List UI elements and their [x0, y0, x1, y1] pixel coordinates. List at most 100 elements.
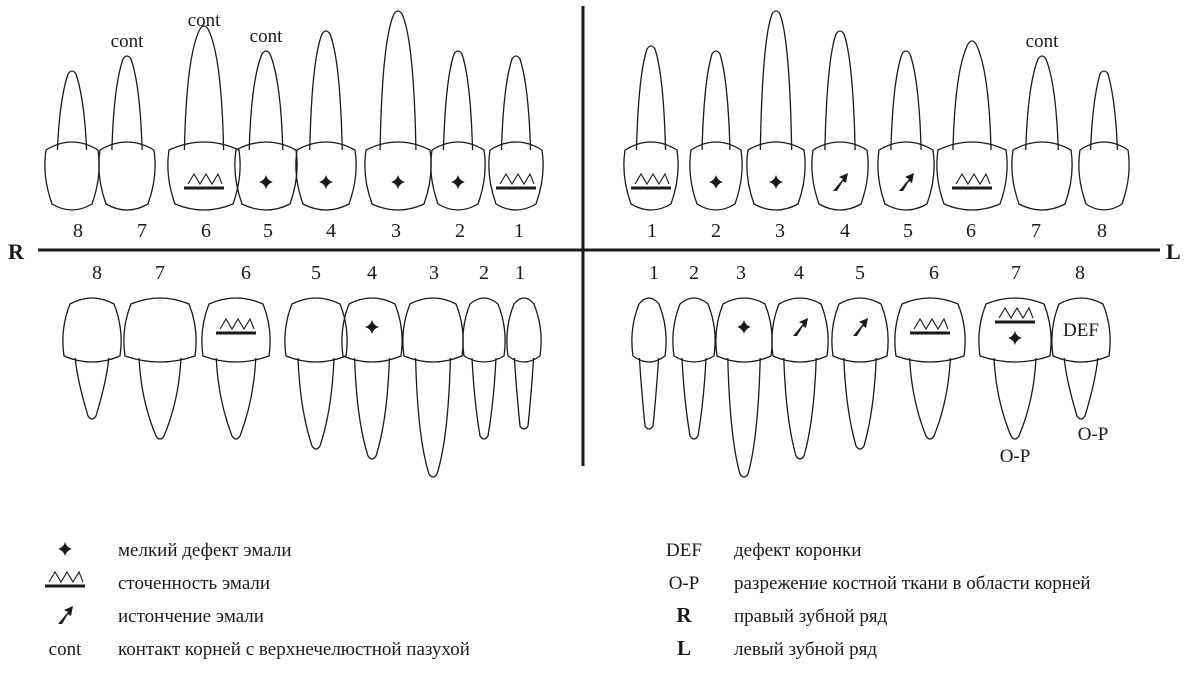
tooth — [673, 298, 715, 439]
legend-text: истончение эмали — [118, 606, 264, 627]
tooth-number: 4 — [326, 220, 336, 242]
legend-text: левый зубной ряд — [734, 639, 877, 660]
legend: мелкий дефект эмали сточенность эмали исто… — [45, 540, 1091, 660]
tooth-number: 2 — [689, 262, 699, 284]
tooth-number: 2 — [711, 220, 721, 242]
tooth-number: 1 — [649, 262, 659, 284]
tooth-number: 2 — [455, 220, 465, 242]
small-defect-icon — [365, 320, 379, 334]
tooth-number: 5 — [903, 220, 913, 242]
legend-text: разрежение костной ткани в области корне… — [734, 573, 1091, 594]
legend-item: истончение эмали — [58, 606, 264, 627]
bone-rarefaction-label: O-P — [1000, 446, 1031, 467]
legend-text: правый зубной ряд — [734, 606, 888, 627]
abrasion-icon — [952, 174, 992, 188]
tooth-number: 8 — [1097, 220, 1107, 242]
tooth — [285, 298, 347, 449]
abrasion-icon — [496, 174, 536, 188]
tooth — [747, 11, 805, 210]
tooth — [1079, 71, 1129, 210]
tooth-number: 1 — [647, 220, 657, 242]
small-defect-icon — [58, 542, 72, 556]
tooth — [878, 51, 934, 210]
tooth — [296, 31, 356, 210]
root-sinus-contact-label: cont — [250, 26, 283, 47]
tooth — [342, 298, 402, 459]
tooth-number: 4 — [794, 262, 804, 284]
thinning-icon — [793, 318, 808, 336]
legend-text: мелкий дефект эмали — [118, 540, 292, 561]
thinning-icon — [58, 606, 73, 624]
tooth — [202, 298, 270, 439]
tooth — [63, 298, 121, 419]
tooth-number: 4 — [367, 262, 377, 284]
tooth-number: 3 — [736, 262, 746, 284]
root-sinus-contact-label: cont — [111, 31, 144, 52]
tooth-number: 3 — [775, 220, 785, 242]
tooth-number: 6 — [241, 262, 251, 284]
tooth — [507, 298, 541, 429]
tooth-number: 7 — [1031, 220, 1041, 242]
tooth-number: 1 — [514, 220, 524, 242]
tooth-number: 3 — [429, 262, 439, 284]
tooth-number: 6 — [929, 262, 939, 284]
legend-item: мелкий дефект эмали — [58, 540, 292, 561]
tooth — [979, 298, 1051, 439]
tooth — [463, 298, 505, 439]
small-defect-icon — [737, 320, 751, 334]
legend-text: дефект коронки — [734, 540, 861, 561]
tooth — [489, 56, 543, 210]
tooth-number: 5 — [263, 220, 273, 242]
abrasion-icon — [216, 319, 256, 333]
tooth-number: 8 — [73, 220, 83, 242]
tooth-number: 6 — [966, 220, 976, 242]
tooth-number: 8 — [1075, 262, 1085, 284]
legend-item: сточенность эмали — [45, 572, 270, 594]
crown-defect-label: DEF — [1063, 320, 1099, 341]
small-defect-icon — [769, 175, 783, 189]
tooth-number: 8 — [92, 262, 102, 284]
thinning-icon — [853, 318, 868, 336]
tooth-number: 4 — [840, 220, 850, 242]
small-defect-icon — [451, 175, 465, 189]
tooth — [716, 298, 772, 477]
tooth — [99, 56, 155, 210]
root-sinus-contact-label: cont — [188, 10, 221, 31]
small-defect-icon — [1008, 331, 1022, 345]
tooth — [832, 298, 888, 449]
tooth-number: 5 — [311, 262, 321, 284]
tooth — [124, 298, 196, 439]
tooth-number: 2 — [479, 262, 489, 284]
tooth — [632, 298, 666, 429]
legend-symbol-cont: cont — [49, 639, 82, 660]
tooth-number: 6 — [201, 220, 211, 242]
tooth — [365, 11, 431, 210]
legend-symbol: R — [676, 603, 692, 627]
tooth — [1052, 298, 1110, 419]
tooth-number: 1 — [515, 262, 525, 284]
side-label-left: L — [1166, 239, 1181, 264]
tooth-number: 7 — [1011, 262, 1021, 284]
tooth — [690, 51, 742, 210]
tooth — [624, 46, 678, 210]
abrasion-icon — [45, 572, 85, 586]
legend-item: O-P разрежение костной ткани в области ко… — [669, 573, 1091, 594]
tooth — [45, 71, 99, 210]
legend-symbol: L — [677, 636, 691, 660]
abrasion-icon — [631, 174, 671, 188]
legend-symbol: O-P — [669, 573, 700, 594]
tooth — [895, 298, 965, 439]
tooth — [168, 26, 240, 210]
tooth-number: 7 — [155, 262, 165, 284]
root-sinus-contact-label: cont — [1026, 31, 1059, 52]
small-defect-icon — [391, 175, 405, 189]
thinning-icon — [833, 173, 848, 191]
abrasion-icon — [995, 308, 1035, 322]
